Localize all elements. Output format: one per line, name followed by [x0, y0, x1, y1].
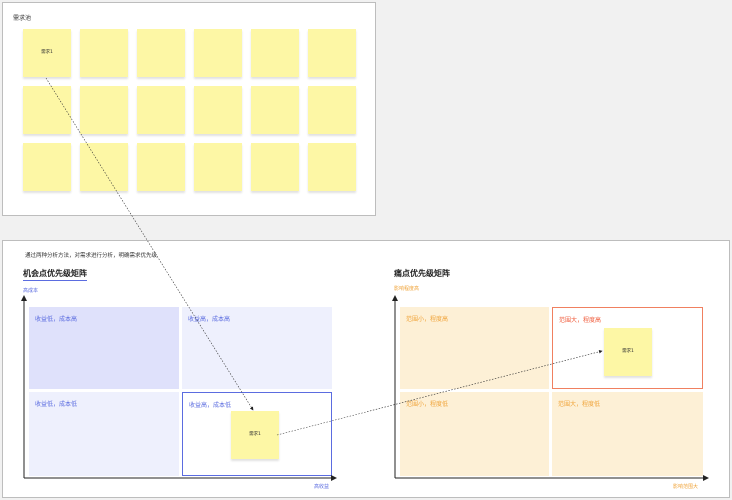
quadrant-bottom-right[interactable]: 收益高，成本低 需求1 [182, 392, 332, 476]
sticky-note[interactable] [251, 29, 299, 77]
pain-quadrant-bottom-right[interactable]: 范围大，程度低 [552, 392, 703, 476]
sticky-note[interactable] [80, 143, 128, 191]
sticky-note[interactable] [308, 86, 356, 134]
pain-y-axis-label: 影响程度高 [394, 286, 420, 292]
analysis-description[interactable]: 通过两种分析方法，对需求进行分析，明确需求优先级 [25, 253, 158, 259]
quadrant-label: 收益高，成本低 [189, 402, 232, 409]
sticky-note[interactable] [194, 29, 242, 77]
sticky-note[interactable] [194, 143, 242, 191]
pool-title: 需求池 [13, 15, 32, 22]
sticky-note[interactable] [251, 86, 299, 134]
sticky-note[interactable] [137, 86, 185, 134]
pain-matrix-title[interactable]: 痛点优先级矩阵 [394, 269, 450, 278]
sticky-label: 需求1 [41, 50, 53, 55]
quadrant-label: 范围大，程度低 [558, 401, 601, 408]
sticky-note[interactable] [194, 86, 242, 134]
quadrant-top-left[interactable]: 收益低，成本高 [29, 307, 179, 389]
sticky-note[interactable] [23, 86, 71, 134]
sticky-label: 需求1 [249, 432, 261, 437]
sticky-note[interactable] [308, 29, 356, 77]
quadrant-label: 收益低，成本高 [35, 316, 78, 323]
sticky-note[interactable]: 需求1 [23, 29, 71, 77]
sticky-note[interactable] [80, 86, 128, 134]
opportunity-x-axis-label: 高收益 [314, 484, 330, 490]
opportunity-matrix-title[interactable]: 机会点优先级矩阵 [23, 268, 87, 281]
quadrant-label: 范围小，程度高 [406, 316, 449, 323]
sticky-label: 需求1 [622, 349, 634, 354]
quadrant-label: 收益低，成本低 [35, 401, 78, 408]
sticky-note[interactable] [137, 29, 185, 77]
quadrant-bottom-left[interactable]: 收益低，成本低 [29, 392, 179, 476]
sticky-note[interactable] [23, 143, 71, 191]
pain-quadrant-bottom-left[interactable]: 范围小，程度低 [400, 392, 549, 476]
quadrant-label: 收益高，成本高 [188, 316, 231, 323]
pain-x-axis-label: 影响范围大 [673, 484, 699, 490]
sticky-note[interactable] [80, 29, 128, 77]
opportunity-y-axis-label: 高成本 [23, 288, 39, 294]
quadrant-label: 范围小，程度低 [406, 401, 449, 408]
quadrant-label: 范围大，程度高 [559, 317, 602, 324]
pain-quadrant-top-right[interactable]: 范围大，程度高 需求1 [552, 307, 703, 389]
quadrant-top-right[interactable]: 收益高，成本高 [182, 307, 332, 389]
sticky-note[interactable] [251, 143, 299, 191]
analysis-frame[interactable]: 通过两种分析方法，对需求进行分析，明确需求优先级 机会点优先级矩阵 高成本 高收… [2, 240, 730, 498]
sticky-note-requirement-1[interactable]: 需求1 [231, 411, 279, 459]
sticky-note[interactable] [308, 143, 356, 191]
requirement-pool-frame[interactable]: 需求池 需求1 [2, 2, 376, 216]
sticky-note[interactable] [137, 143, 185, 191]
sticky-note-requirement-1[interactable]: 需求1 [604, 328, 652, 376]
pain-quadrant-top-left[interactable]: 范围小，程度高 [400, 307, 549, 389]
